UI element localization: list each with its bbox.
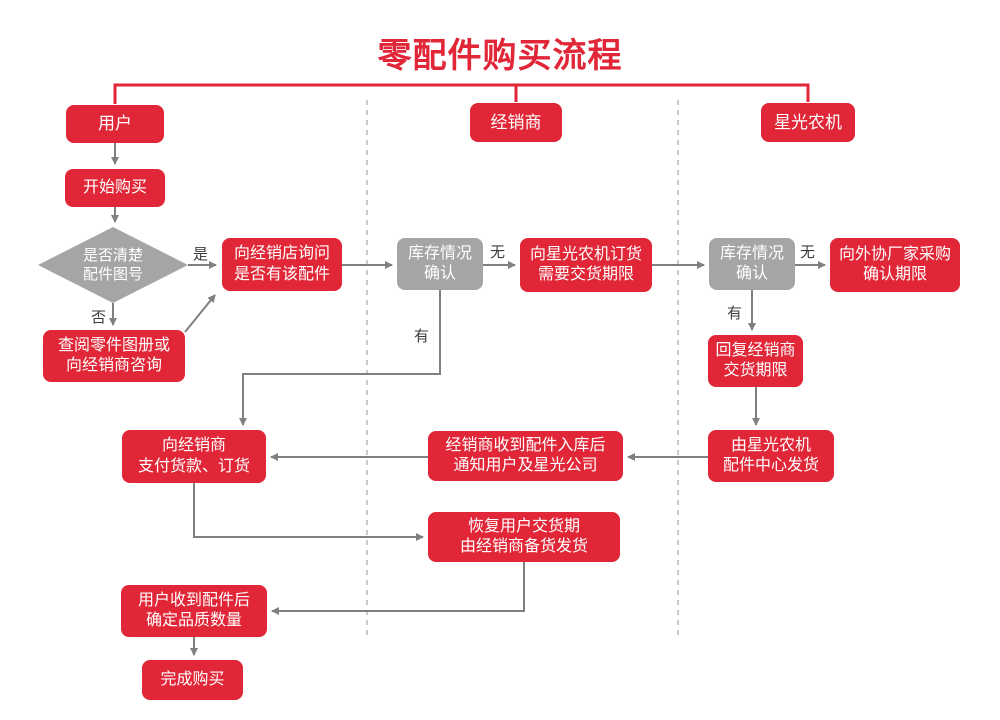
node-stock-check-company: 库存情况 确认 bbox=[709, 238, 795, 290]
node-stock-check-dealer: 库存情况 确认 bbox=[397, 238, 483, 290]
page-title: 零配件购买流程 bbox=[377, 37, 623, 75]
node-text: 是否清楚 bbox=[82, 246, 143, 264]
lane-label: 星光农机 bbox=[774, 112, 842, 132]
node-text: 用户收到配件后 bbox=[137, 591, 250, 609]
node-text: 配件中心发货 bbox=[722, 457, 819, 474]
edge-label-company-stock-has: 有 bbox=[727, 305, 743, 322]
node-start-purchase: 开始购买 bbox=[65, 169, 165, 207]
node-text: 经销商收到配件入库后 bbox=[445, 436, 606, 454]
node-text: 配件图号 bbox=[82, 266, 143, 283]
node-text: 恢复用户交货期 bbox=[467, 517, 580, 535]
node-text: 通知用户及星光公司 bbox=[453, 457, 598, 474]
node-consult-catalog: 查阅零件图册或 向经销商咨询 bbox=[43, 330, 185, 382]
lane-header-dealer: 经销商 bbox=[470, 103, 562, 142]
node-text: 由星光农机 bbox=[730, 436, 811, 454]
node-reply-dealer-deadline: 回复经销商 交货期限 bbox=[708, 335, 803, 387]
node-restore-delivery-period: 恢复用户交货期 由经销商备货发货 bbox=[428, 512, 620, 562]
node-text: 是否有该配件 bbox=[233, 265, 330, 283]
node-text: 交货期限 bbox=[723, 362, 788, 379]
node-text: 向经销商 bbox=[161, 437, 226, 455]
lane-label: 经销商 bbox=[490, 112, 542, 132]
node-ask-dealer-availability: 向经销店询问 是否有该配件 bbox=[222, 238, 342, 291]
lane-header-user: 用户 bbox=[66, 105, 164, 143]
node-pay-and-order: 向经销商 支付货款、订货 bbox=[122, 430, 266, 483]
edge-stock1-has-pay bbox=[239, 290, 441, 426]
edge-label-yes: 是 bbox=[193, 246, 209, 263]
node-order-from-company: 向星光农机订货 需要交货期限 bbox=[520, 238, 652, 292]
node-text: 确定品质数量 bbox=[145, 612, 242, 629]
node-text: 由经销商备货发货 bbox=[459, 538, 588, 555]
lane-header-company: 星光农机 bbox=[761, 103, 855, 142]
node-text: 向经销商咨询 bbox=[65, 357, 162, 374]
node-text: 库存情况 bbox=[719, 244, 784, 262]
node-ship-from-parts-center: 由星光农机 配件中心发货 bbox=[708, 430, 834, 482]
node-text: 完成购买 bbox=[160, 670, 225, 688]
node-outsource-purchase: 向外协厂家采购 确认期限 bbox=[830, 238, 960, 292]
edge-catalog-askdealer bbox=[184, 294, 216, 333]
node-text: 库存情况 bbox=[407, 244, 472, 262]
edge-label-dealer-stock-has: 有 bbox=[414, 328, 430, 345]
node-dealer-receive-notify: 经销商收到配件入库后 通知用户及星光公司 bbox=[428, 431, 623, 481]
node-text: 回复经销商 bbox=[715, 341, 796, 359]
edge-label-company-stock-none: 无 bbox=[800, 244, 816, 261]
edge-restore-userreceive bbox=[271, 562, 525, 615]
node-text: 开始购买 bbox=[82, 178, 147, 196]
node-text: 确认 bbox=[735, 265, 768, 282]
node-user-receive-check: 用户收到配件后 确定品质数量 bbox=[121, 585, 267, 637]
node-text: 向经销店询问 bbox=[233, 245, 330, 263]
node-text: 确认 bbox=[423, 265, 456, 282]
node-text: 向外协厂家采购 bbox=[838, 245, 951, 263]
node-text: 向星光农机订货 bbox=[529, 245, 642, 263]
edge-pay-restore bbox=[193, 483, 424, 541]
node-text: 查阅零件图册或 bbox=[57, 336, 170, 354]
node-text: 需要交货期限 bbox=[537, 266, 634, 283]
header-connector bbox=[113, 83, 810, 104]
node-complete-purchase: 完成购买 bbox=[142, 660, 243, 700]
edge-label-dealer-stock-none: 无 bbox=[490, 244, 506, 261]
lane-label: 用户 bbox=[98, 114, 132, 134]
node-text: 确认期限 bbox=[862, 266, 927, 283]
edge-label-no: 否 bbox=[91, 309, 107, 326]
node-text: 支付货款、订货 bbox=[137, 457, 250, 475]
